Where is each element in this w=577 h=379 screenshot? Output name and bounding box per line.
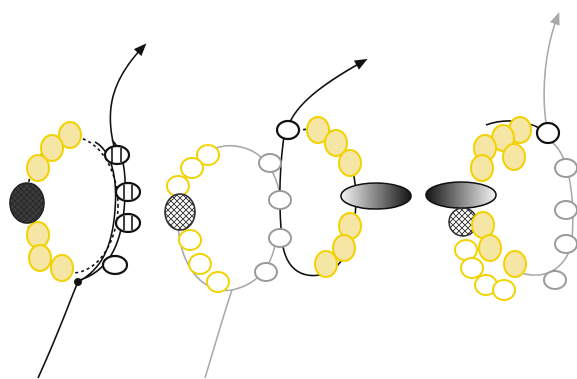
yellow-outline-bead [178,229,202,251]
black-bead [535,121,561,145]
crosshatch-overlay [164,193,196,231]
black-bead [114,212,142,234]
yellow-outline-bead [492,279,516,301]
gray-bead [268,190,292,210]
thread-in [37,281,79,379]
gradient-oval-bead-icon [340,182,412,210]
yellow-bead [306,116,330,144]
panel-step-2 [164,58,412,379]
yellow-outline-bead [180,157,204,179]
gray-bead [268,228,292,248]
gray-bead [254,262,278,282]
thread-out-arrow [289,58,368,123]
yellow-bead [470,154,494,182]
yellow-bead [503,250,527,278]
thread-out-arrow [109,43,147,151]
yellow-outline-bead [460,257,484,279]
black-bead [103,144,131,166]
yellow-outline-bead [196,144,220,166]
yellow-bead [28,244,52,272]
yellow-bead [314,250,338,278]
gray-bead [554,234,577,254]
yellow-outline-bead-group [454,239,516,301]
gray-bead [543,270,567,290]
black-bead [101,254,129,276]
yellow-bead [332,234,356,262]
yellow-bead [26,154,50,182]
crosshatch-overlay [9,182,45,224]
yellow-outline-bead [206,271,230,293]
yellow-bead [40,134,64,162]
yellow-bead [324,129,348,157]
yellow-bead-group [306,116,362,278]
yellow-bead-group [470,116,532,278]
yellow-bead [26,221,50,249]
knot [74,278,82,286]
yellow-bead [502,143,526,171]
yellow-bead [478,234,502,262]
black-bead [114,181,142,203]
thread-out-arrow-gray [543,12,560,136]
black-bead [275,119,301,141]
gray-bead-group [543,158,577,290]
gray-bead [554,200,577,220]
thread-through-beads [111,148,133,230]
gradient-oval-bead-icon [425,181,497,209]
yellow-outline-bead [166,175,190,197]
panel-step-1 [9,43,147,379]
gray-bead [554,158,577,178]
thread-in-gray [204,289,233,379]
panel-step-3 [425,12,577,301]
yellow-outline-bead [454,239,478,261]
gray-bead [258,153,282,173]
yellow-bead-group [26,121,82,282]
black-bead-group [101,144,142,276]
yellow-bead [58,121,82,149]
yellow-bead [338,149,362,177]
yellow-bead [50,254,74,282]
gray-bead-group [254,153,292,282]
yellow-outline-bead [188,253,212,275]
